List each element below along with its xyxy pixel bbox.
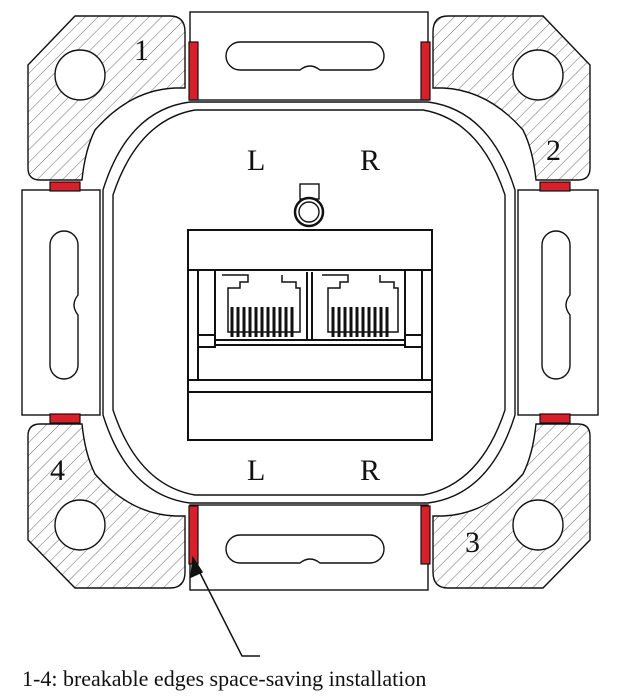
right-mounting-tab	[517, 189, 599, 416]
port-label-bottom-right: R	[360, 454, 380, 487]
port-label-bottom-left: L	[247, 454, 265, 487]
corner-label-3: 3	[465, 526, 480, 559]
left-mounting-tab	[21, 189, 101, 416]
top-mounting-tab	[189, 11, 429, 101]
corner-label-2: 2	[546, 134, 561, 167]
port-right	[311, 272, 399, 340]
screw-icon	[293, 183, 325, 228]
port-label-top-right: R	[360, 144, 380, 177]
breakable-edges	[49, 41, 571, 565]
corner-label-1: 1	[134, 34, 149, 67]
bottom-mounting-tab	[189, 504, 429, 591]
corner-4-breakable	[27, 423, 186, 589]
corner-label-4: 4	[50, 454, 65, 487]
corner-2-breakable	[432, 15, 591, 181]
inner-aperture	[112, 109, 506, 496]
port-label-top-left: L	[247, 144, 265, 177]
callout-arrow	[190, 555, 260, 657]
corner-3-breakable	[432, 423, 591, 589]
caption: 1-4: breakable edges space-saving instal…	[22, 666, 427, 691]
corner-1-breakable	[27, 15, 186, 181]
rj45-jack-module	[187, 229, 433, 441]
contact-pins	[230, 307, 389, 337]
port-left	[222, 272, 308, 340]
